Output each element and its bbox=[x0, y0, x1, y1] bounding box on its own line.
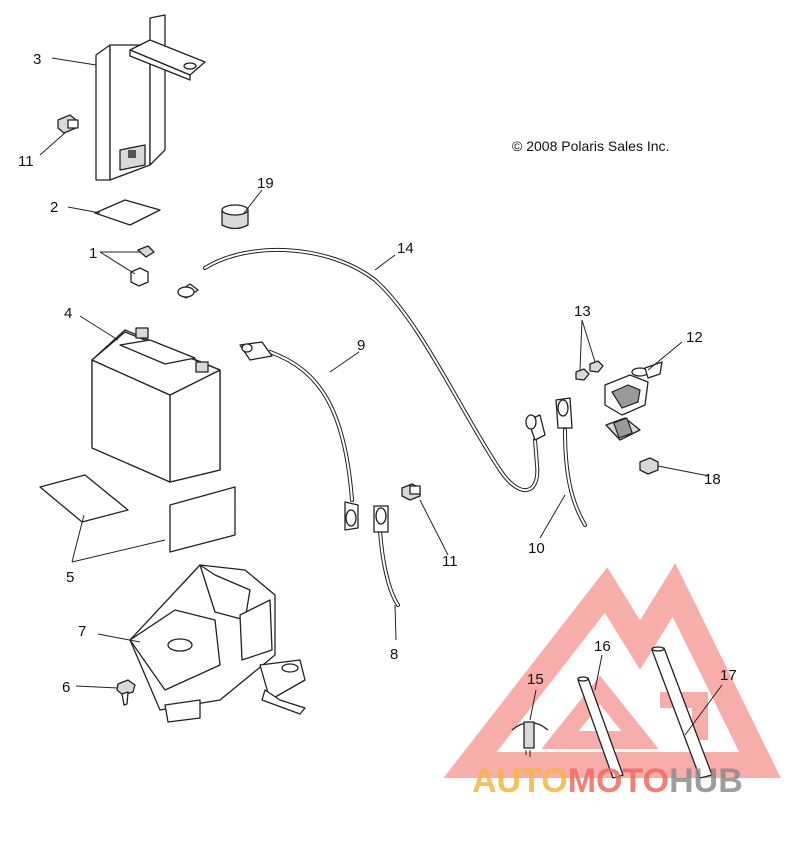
cable-14 bbox=[177, 247, 546, 492]
leader-lines bbox=[39, 57, 723, 736]
callout-10: 10 bbox=[528, 540, 545, 557]
bolt-icon bbox=[57, 114, 79, 134]
callout-14: 14 bbox=[397, 240, 414, 257]
callouts: 3 11 2 19 1 14 4 9 13 12 18 11 10 5 7 6 … bbox=[18, 51, 737, 696]
nuts bbox=[575, 360, 604, 381]
callout-3: 3 bbox=[33, 51, 41, 68]
callout-11: 11 bbox=[18, 153, 34, 170]
rod-17 bbox=[651, 646, 713, 779]
callout-11: 11 bbox=[442, 553, 458, 570]
callout-4: 4 bbox=[64, 305, 72, 322]
bolt-icon bbox=[401, 483, 421, 501]
battery bbox=[91, 327, 221, 483]
screw-icon bbox=[116, 679, 136, 706]
callout-6: 6 bbox=[62, 679, 70, 696]
cable-8 bbox=[373, 505, 400, 607]
callout-1: 1 bbox=[89, 245, 97, 262]
battery-pad bbox=[94, 199, 161, 226]
cable-9 bbox=[239, 341, 359, 531]
callout-12: 12 bbox=[686, 329, 703, 346]
watermark-auto: AUTO bbox=[472, 762, 568, 800]
callout-19: 19 bbox=[257, 175, 274, 192]
copyright-text: © 2008 Polaris Sales Inc. bbox=[512, 138, 669, 154]
callout-2: 2 bbox=[50, 199, 58, 216]
callout-9: 9 bbox=[357, 337, 365, 354]
callout-8: 8 bbox=[390, 646, 398, 663]
callout-17: 17 bbox=[720, 667, 737, 684]
callout-18: 18 bbox=[704, 471, 721, 488]
callout-7: 7 bbox=[78, 623, 86, 640]
watermark-logo bbox=[443, 563, 781, 778]
callout-13: 13 bbox=[574, 303, 591, 320]
rod-16 bbox=[577, 676, 624, 779]
battery-bracket bbox=[95, 14, 206, 181]
battery-box bbox=[129, 564, 306, 723]
watermark-hub: HUB bbox=[669, 762, 743, 800]
watermark-moto: MOTO bbox=[568, 762, 669, 800]
terminal-hardware bbox=[130, 245, 155, 287]
callout-15: 15 bbox=[527, 671, 544, 688]
battery-pads bbox=[39, 474, 236, 553]
watermark-text: AUTOMOTOHUB bbox=[472, 762, 743, 800]
callout-16: 16 bbox=[594, 638, 611, 655]
clip-icon bbox=[511, 721, 549, 757]
bolt-icon bbox=[639, 457, 659, 475]
terminal-boot bbox=[221, 204, 249, 230]
cable-10 bbox=[555, 397, 587, 527]
callout-5: 5 bbox=[66, 569, 74, 586]
starter-solenoid bbox=[604, 361, 663, 441]
